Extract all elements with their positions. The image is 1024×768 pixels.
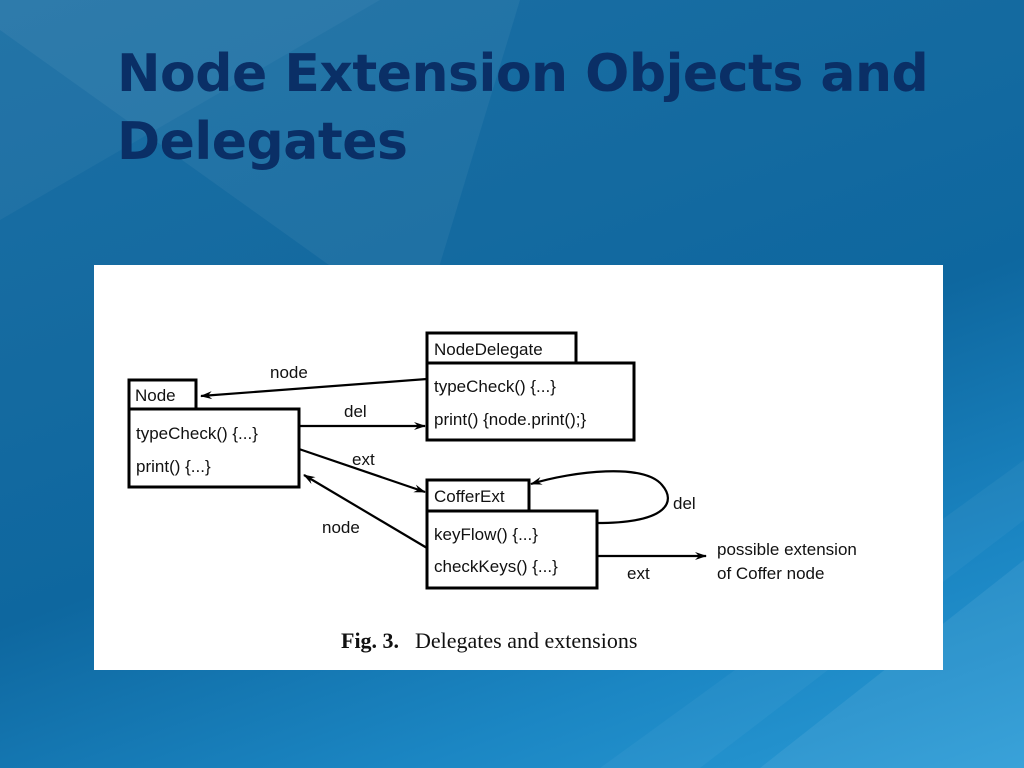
edge-label-delegate-node: node [270, 363, 308, 382]
cofferext-method-keyflow: keyFlow() {...} [434, 525, 538, 544]
figure-panel: Node typeCheck() {...} print() {...} Nod… [94, 265, 943, 670]
nodedelegate-class-body [425, 361, 636, 442]
edge-node-to-ext [298, 447, 426, 494]
node-class-name: Node [135, 386, 176, 405]
cofferext-class: CofferExt keyFlow() {...} checkKeys() {.… [425, 478, 599, 590]
slide-title: Node Extension Objects and Delegates [117, 44, 929, 172]
cofferext-method-checkkeys: checkKeys() {...} [434, 557, 558, 576]
nodedelegate-class: NodeDelegate typeCheck() {...} print() {… [425, 331, 636, 442]
edge-label-ext-possible: ext [627, 564, 650, 583]
edge-label-node-delegate: del [344, 402, 367, 421]
delegates-diagram: Node typeCheck() {...} print() {...} Nod… [127, 331, 857, 653]
edge-label-node-ext: ext [352, 450, 375, 469]
node-method-print: print() {...} [136, 457, 211, 476]
node-class-header [127, 378, 198, 411]
node-class-body [127, 407, 301, 489]
edge-label-ext-self: del [673, 494, 696, 513]
figure-caption-number: Fig. 3. [341, 628, 399, 653]
edge-delegate-to-node [200, 377, 428, 400]
edge-ext-self-del [530, 470, 669, 525]
node-method-typecheck: typeCheck() {...} [136, 424, 258, 443]
node-class: Node typeCheck() {...} print() {...} [127, 378, 301, 489]
nodedelegate-class-name: NodeDelegate [434, 340, 543, 359]
edge-ext-to-node [303, 474, 428, 549]
edge-label-ext-node: node [322, 518, 360, 537]
possible-extension-line1: possible extension [717, 540, 857, 559]
possible-extension-line2: of Coffer node [717, 564, 824, 583]
cofferext-class-header [425, 478, 531, 513]
nodedelegate-method-typecheck: typeCheck() {...} [434, 377, 556, 396]
figure-caption-text: Delegates and extensions [415, 628, 637, 653]
cofferext-class-body [425, 509, 599, 590]
cofferext-class-name: CofferExt [434, 487, 505, 506]
nodedelegate-method-print: print() {node.print();} [434, 410, 586, 429]
